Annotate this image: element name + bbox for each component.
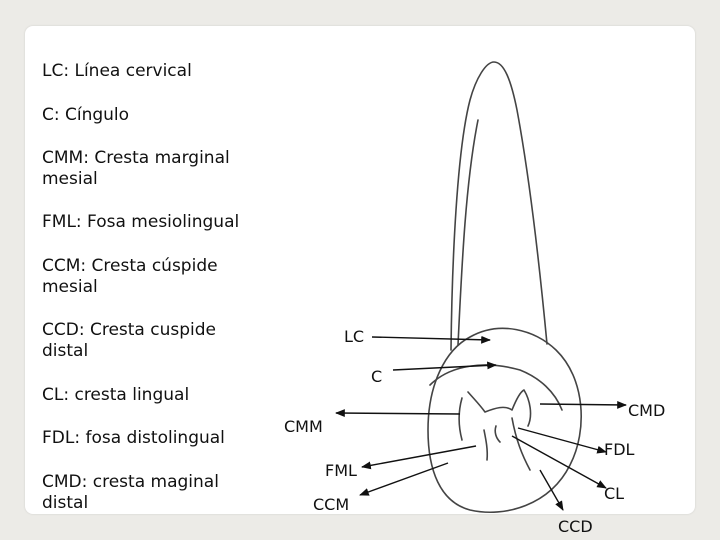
legend-fml: FML: Fosa mesiolingual bbox=[42, 212, 240, 232]
cingulum-ridge bbox=[429, 364, 563, 411]
fossa-mark-2 bbox=[494, 425, 501, 443]
label-lc: LC bbox=[344, 327, 365, 346]
arrow-ccm bbox=[359, 462, 449, 496]
label-ccd: CCD bbox=[558, 517, 593, 536]
arrow-cl bbox=[511, 435, 607, 489]
label-cmd: CMD bbox=[628, 401, 666, 420]
arrow-lc bbox=[371, 335, 491, 344]
tooth-crown-outline bbox=[427, 327, 583, 514]
arrow-ccd bbox=[539, 469, 564, 511]
label-fml: FML bbox=[325, 461, 357, 480]
arrow-cmm bbox=[335, 409, 461, 417]
tooth-root bbox=[450, 61, 548, 351]
legend-cl: CL: cresta lingual bbox=[42, 385, 190, 405]
label-cl: CL bbox=[604, 484, 625, 503]
label-ccm: CCM bbox=[313, 495, 350, 514]
fossa-mark-1 bbox=[483, 429, 489, 461]
lingual-ridge-shape bbox=[467, 389, 532, 427]
arrow-c bbox=[392, 361, 497, 371]
legend-cmm: CMM: Cresta marginal mesial bbox=[42, 148, 230, 189]
legend-lc: LC: Línea cervical bbox=[42, 61, 192, 81]
legend-fdl: FDL: fosa distolingual bbox=[42, 428, 225, 448]
legend-c: C: Cíngulo bbox=[42, 105, 130, 125]
arrow-fml bbox=[361, 445, 477, 470]
arrow-cmd bbox=[539, 400, 627, 409]
arrow-fdl bbox=[517, 427, 607, 454]
slide-panel bbox=[25, 26, 695, 514]
legend-cmd: CMD: cresta maginal distal bbox=[42, 472, 219, 513]
label-c: C bbox=[371, 367, 383, 386]
label-cmm: CMM bbox=[284, 417, 323, 436]
tooth-root-inner-line bbox=[457, 119, 479, 346]
mesiolingual-fossa-line bbox=[458, 397, 463, 441]
legend-ccm: CCM: Cresta cúspide mesial bbox=[42, 256, 218, 297]
distolingual-fossa-line bbox=[511, 417, 531, 471]
legend-ccd: CCD: Cresta cuspide distal bbox=[42, 320, 216, 361]
label-fdl: FDL bbox=[604, 440, 635, 459]
